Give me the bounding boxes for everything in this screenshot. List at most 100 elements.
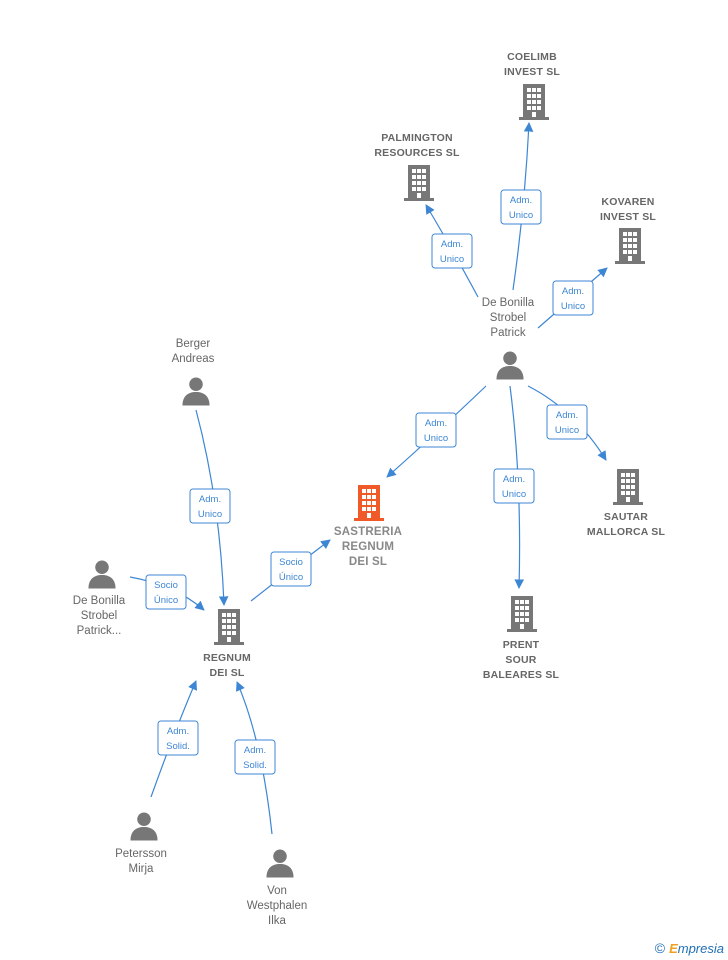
building-icon xyxy=(507,596,537,632)
node-label-line: Mirja xyxy=(129,863,155,875)
node-sastreria[interactable]: SASTRERIA REGNUM DEI SL xyxy=(334,485,402,568)
edge-label-text: Unico xyxy=(555,425,579,436)
node-label-line: DEI SL xyxy=(349,556,387,568)
building-icon xyxy=(404,165,434,201)
building-icon xyxy=(613,469,643,505)
edge-label[interactable]: Adm. Unico xyxy=(431,233,473,269)
brand-name: mpresia xyxy=(677,941,724,956)
edge-label-text: Adm. xyxy=(441,239,463,250)
edge-label-text: Unico xyxy=(561,301,585,312)
edge-label-box xyxy=(552,280,594,316)
node-label-line: Westphalen xyxy=(247,900,308,912)
empresia-brand[interactable]: ©Empresia xyxy=(655,940,724,956)
node-label-line: RESOURCES SL xyxy=(374,147,460,159)
node-label: SAUTAR MALLORCA SL xyxy=(587,511,666,538)
edge-label-box xyxy=(157,720,199,756)
edge-label-text: Adm. xyxy=(167,726,189,737)
edge-label-box xyxy=(500,189,542,225)
building-icon xyxy=(214,609,244,645)
edge-label-box xyxy=(493,468,535,504)
edge-label-text: Unico xyxy=(502,489,526,500)
edge-label[interactable]: Adm. Unico xyxy=(552,280,594,316)
building-icon xyxy=(519,84,549,120)
edge-label-text: Solid. xyxy=(243,760,267,771)
node-label-line: Von xyxy=(267,885,287,897)
node-regnum[interactable]: REGNUM DEI SL xyxy=(203,609,251,679)
node-label: PRENT SOUR BALEARES SL xyxy=(483,639,560,681)
node-label-line: Ilka xyxy=(268,915,287,927)
node-label-line: Petersson xyxy=(115,848,167,860)
edge-label[interactable]: Adm. Unico xyxy=(189,488,231,524)
node-label-line: PRENT xyxy=(503,639,540,651)
edge-label-box xyxy=(234,739,276,775)
node-label-line: Andreas xyxy=(172,353,215,365)
node-label-line: Strobel xyxy=(490,312,526,324)
edge-label[interactable]: Adm. Unico xyxy=(500,189,542,225)
person-icon xyxy=(88,560,116,589)
edge-label[interactable]: Adm.Solid. xyxy=(157,720,199,756)
edge-label[interactable]: Adm.Unico xyxy=(415,412,457,448)
node-label-line: De Bonilla xyxy=(482,297,535,309)
edge-label-box xyxy=(415,412,457,448)
node-label-line: COELIMB xyxy=(507,51,557,63)
node-label-line: Berger xyxy=(176,338,211,350)
edge-label-text: Adm. xyxy=(199,494,221,505)
node-label-line: REGNUM xyxy=(203,652,251,664)
node-label-line: BALEARES SL xyxy=(483,669,560,681)
building-icon xyxy=(354,485,384,521)
node-label-line: SASTRERIA xyxy=(334,526,402,538)
node-label: COELIMB INVEST SL xyxy=(504,51,560,78)
edge-label[interactable]: Adm. Solid. xyxy=(234,739,276,775)
edge-label[interactable]: Adm. Unico xyxy=(493,468,535,504)
edge-label-text: Adm. xyxy=(562,286,584,297)
node-label-line: Patrick... xyxy=(77,625,122,637)
edge-label-text: Adm. xyxy=(244,745,266,756)
edge-label-box xyxy=(431,233,473,269)
edge-label-box xyxy=(546,404,588,440)
edge-label-text: Unico xyxy=(198,509,222,520)
node-label-line: MALLORCA SL xyxy=(587,526,666,538)
copyright-icon: © xyxy=(654,940,666,956)
edge-label-text: Adm. xyxy=(503,474,525,485)
node-label-line: Strobel xyxy=(81,610,117,622)
node-label-line: Patrick xyxy=(490,327,525,339)
node-coelimb[interactable]: COELIMB INVEST SL xyxy=(504,51,560,120)
edge-label-text: Adm. xyxy=(556,410,578,421)
node-label: SASTRERIA REGNUM DEI SL xyxy=(334,526,402,568)
edge-label[interactable]: Adm. Unico xyxy=(546,404,588,440)
node-label-line: INVEST SL xyxy=(600,211,656,223)
node-prent[interactable]: PRENT SOUR BALEARES SL xyxy=(483,596,560,681)
person-icon xyxy=(266,849,294,878)
edge-label-text: Único xyxy=(154,595,178,606)
node-label-line: REGNUM xyxy=(342,541,394,553)
edge-label-text: Unico xyxy=(440,254,464,265)
node-label-line: SOUR xyxy=(505,654,536,666)
node-sautar[interactable]: SAUTAR MALLORCA SL xyxy=(587,469,666,538)
edge-label-text: Unico xyxy=(509,210,533,221)
edge-label-box xyxy=(189,488,231,524)
node-label-line: DEI SL xyxy=(209,667,244,679)
brand-initial: E xyxy=(669,941,678,956)
edge-labels-layer: Adm.UnicoAdm.UnicoAdm.UnicoAdm.UnicoAdm.… xyxy=(145,189,594,775)
node-label: REGNUM DEI SL xyxy=(203,652,251,679)
person-icon xyxy=(182,377,210,406)
node-label-line: SAUTAR xyxy=(604,511,648,523)
edge-label-text: Socio xyxy=(154,580,178,591)
node-label-line: INVEST SL xyxy=(504,66,560,78)
edges-layer xyxy=(129,122,608,835)
edge-label-text: Adm. xyxy=(510,195,532,206)
